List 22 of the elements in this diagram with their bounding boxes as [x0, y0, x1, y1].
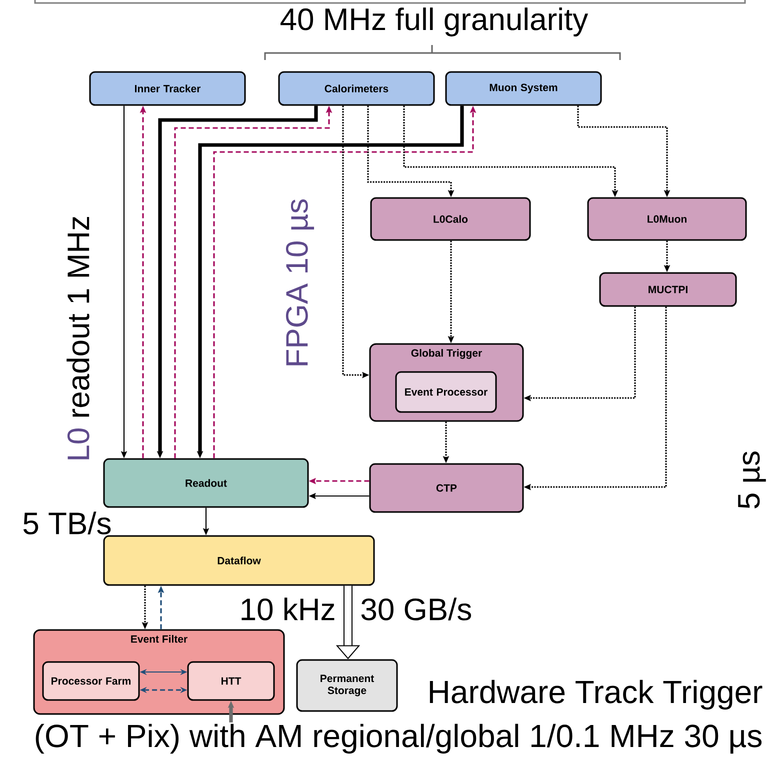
- readout-box: Readout: [103, 458, 309, 508]
- trigger-box: L0Muon: [587, 197, 747, 241]
- rate-label: 40 MHz full granularity: [280, 8, 588, 36]
- trigger-box: MUCTPI: [599, 272, 737, 307]
- rate-label: 5 TB/s: [23, 512, 111, 534]
- storage-box: Permanent Storage: [296, 659, 398, 712]
- processor-box: Event Processor: [395, 371, 497, 413]
- annotation-text: Hardware Track Trigger: [430, 680, 762, 710]
- rate-label: 30 GB/s: [361, 598, 472, 620]
- processor-box: HTT: [187, 661, 275, 701]
- trigger-box: L0Calo: [370, 197, 531, 241]
- detector-box: Muon System: [445, 71, 602, 106]
- latency-label: 5 µs: [738, 452, 766, 508]
- latency-label: FPGA 10 µs: [286, 199, 314, 366]
- rate-label: L0 readout 1 MHz: [66, 216, 90, 460]
- processor-box: Processor Farm: [42, 661, 140, 701]
- detector-box: Calorimeters: [278, 71, 435, 106]
- rate-label: 10 kHz: [242, 598, 334, 620]
- trigger-box: CTP: [369, 463, 524, 513]
- detector-box: Inner Tracker: [89, 71, 246, 106]
- annotation-text: (OT + Pix) with AM regional/global 1/0.1 MHz 30 µs: [36, 724, 762, 754]
- dataflow-box: Dataflow: [103, 535, 375, 586]
